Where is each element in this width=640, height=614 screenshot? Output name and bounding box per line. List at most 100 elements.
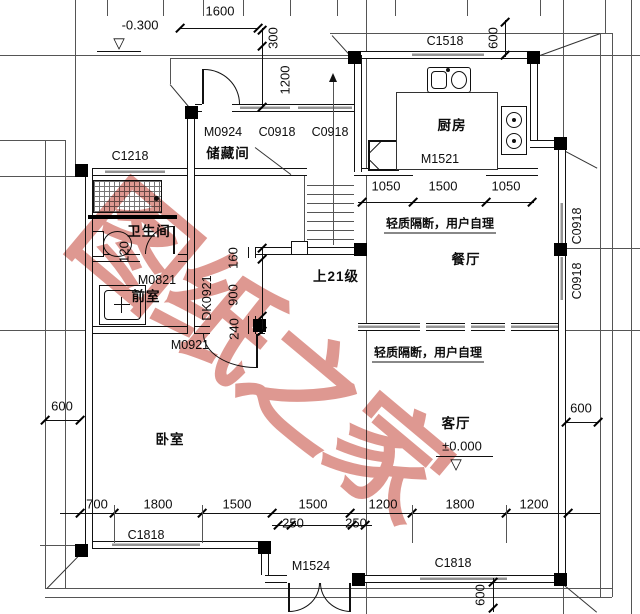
toilet-bowl [103, 231, 132, 257]
column [75, 544, 88, 557]
wall-east-exterior [558, 140, 566, 203]
wall-west-exterior [85, 168, 93, 549]
wall-segment [486, 168, 538, 176]
grid-line [563, 0, 564, 142]
dim-line [505, 20, 507, 57]
window-c1818-living [420, 575, 507, 583]
level-symbol-outdoor: ▽ [113, 35, 125, 52]
column [75, 164, 88, 177]
stair-direction-line [333, 80, 334, 245]
stair-tread [307, 203, 354, 204]
window-c1818-bedroom [112, 541, 200, 549]
wall-segment [88, 326, 210, 334]
window-c0918-east-2-label: C0918 [570, 262, 584, 300]
wall-hall-west [187, 112, 195, 334]
door-m0821-label: M0821 [137, 273, 177, 287]
wall-segment [349, 51, 412, 59]
wall-step-connector [261, 549, 269, 575]
grid-line [0, 330, 86, 331]
partition-segment [426, 323, 465, 331]
dim-extension [114, 505, 115, 543]
dim-top-1600: 1600 [205, 3, 235, 19]
dim-line [272, 525, 372, 527]
porch-canopy-line [170, 58, 171, 84]
wall-segment [165, 168, 307, 176]
grid-stub [203, 0, 204, 16]
dim-left-600: 600 [51, 398, 73, 414]
partition-segment [471, 323, 505, 331]
grid-line [631, 0, 632, 614]
dim-line [493, 578, 495, 612]
dim-extension [202, 505, 203, 543]
window-c1818-living-label: C1818 [434, 556, 472, 570]
column [527, 51, 540, 64]
dim-top-300: 300 [265, 27, 281, 49]
grid-stub [107, 0, 108, 16]
burner-dot [512, 139, 516, 143]
wall-segment [178, 254, 190, 262]
wall-kitchen-west [354, 55, 362, 172]
basin-inner [104, 290, 141, 320]
window-c0918-top-2-label: C0918 [311, 125, 349, 139]
window-c0918-east-1-label: C0918 [570, 207, 584, 245]
sink-bowl-left [431, 71, 447, 89]
wall-kitchen-east [530, 55, 538, 140]
dim-line [60, 513, 600, 515]
window-c0918-top-1 [240, 104, 290, 112]
grid-stub [243, 0, 244, 16]
shower-area [93, 180, 162, 213]
level-underline [97, 51, 141, 53]
stair-up-arrow [329, 73, 337, 82]
column [554, 137, 567, 150]
wall-east-exterior [558, 300, 566, 583]
stair-tread [307, 230, 354, 231]
dim-line [566, 422, 599, 424]
door-m0921-leaf [256, 334, 258, 368]
door-m0821-leaf [173, 226, 175, 254]
window-c0918-east-1 [558, 203, 566, 245]
window-c0918-top-1-label: C0918 [258, 125, 296, 139]
window-c1818-bedroom-label: C1818 [127, 528, 165, 542]
level-outdoor: -0.300 [121, 17, 159, 33]
note-stairs-up: 上21级 [312, 269, 360, 284]
grid-stub [395, 0, 396, 16]
door-m0924-label: M0924 [203, 125, 243, 139]
level-indoor: ±0.000 [442, 438, 482, 454]
wall-segment [232, 104, 240, 112]
room-anteroom: 前室 [131, 289, 161, 304]
grid-line [75, 0, 76, 170]
wall-dk-jamb [248, 247, 256, 258]
eave-line [45, 140, 46, 588]
grid-line [0, 55, 640, 56]
eave-line [330, 33, 612, 34]
dim-line [262, 28, 264, 108]
grid-line [558, 330, 640, 331]
grid-line [566, 248, 640, 249]
window-c0918-top-2 [298, 104, 352, 112]
column [352, 573, 365, 586]
note-partition-upper: 轻质隔断，用户自理 [383, 215, 497, 234]
eave-line [65, 140, 66, 588]
door-m1521-label: M1521 [420, 152, 460, 166]
wall-segment [484, 51, 538, 59]
grid-stub [540, 0, 541, 16]
column [258, 541, 271, 554]
eave-line [612, 33, 613, 597]
dim-bottom-1200-mid: 1200 [368, 496, 398, 512]
eave-line [0, 140, 65, 141]
column [348, 51, 361, 64]
grid-line [0, 176, 86, 177]
window-c1518-label: C1518 [426, 34, 464, 48]
dim-kitchen-1050-right: 1050 [491, 178, 521, 194]
wall-segment [530, 140, 566, 148]
wall-segment [88, 541, 112, 549]
burner-dot [512, 118, 516, 122]
window-c1218-label: C1218 [111, 149, 149, 163]
grid-stub [337, 0, 338, 16]
eave-corner-diagonal [169, 84, 190, 108]
bath-screen-line [88, 215, 177, 219]
column [185, 106, 198, 119]
room-dining: 餐厅 [451, 252, 481, 267]
dim-line [45, 420, 81, 422]
eave-corner-diagonal [539, 33, 601, 57]
